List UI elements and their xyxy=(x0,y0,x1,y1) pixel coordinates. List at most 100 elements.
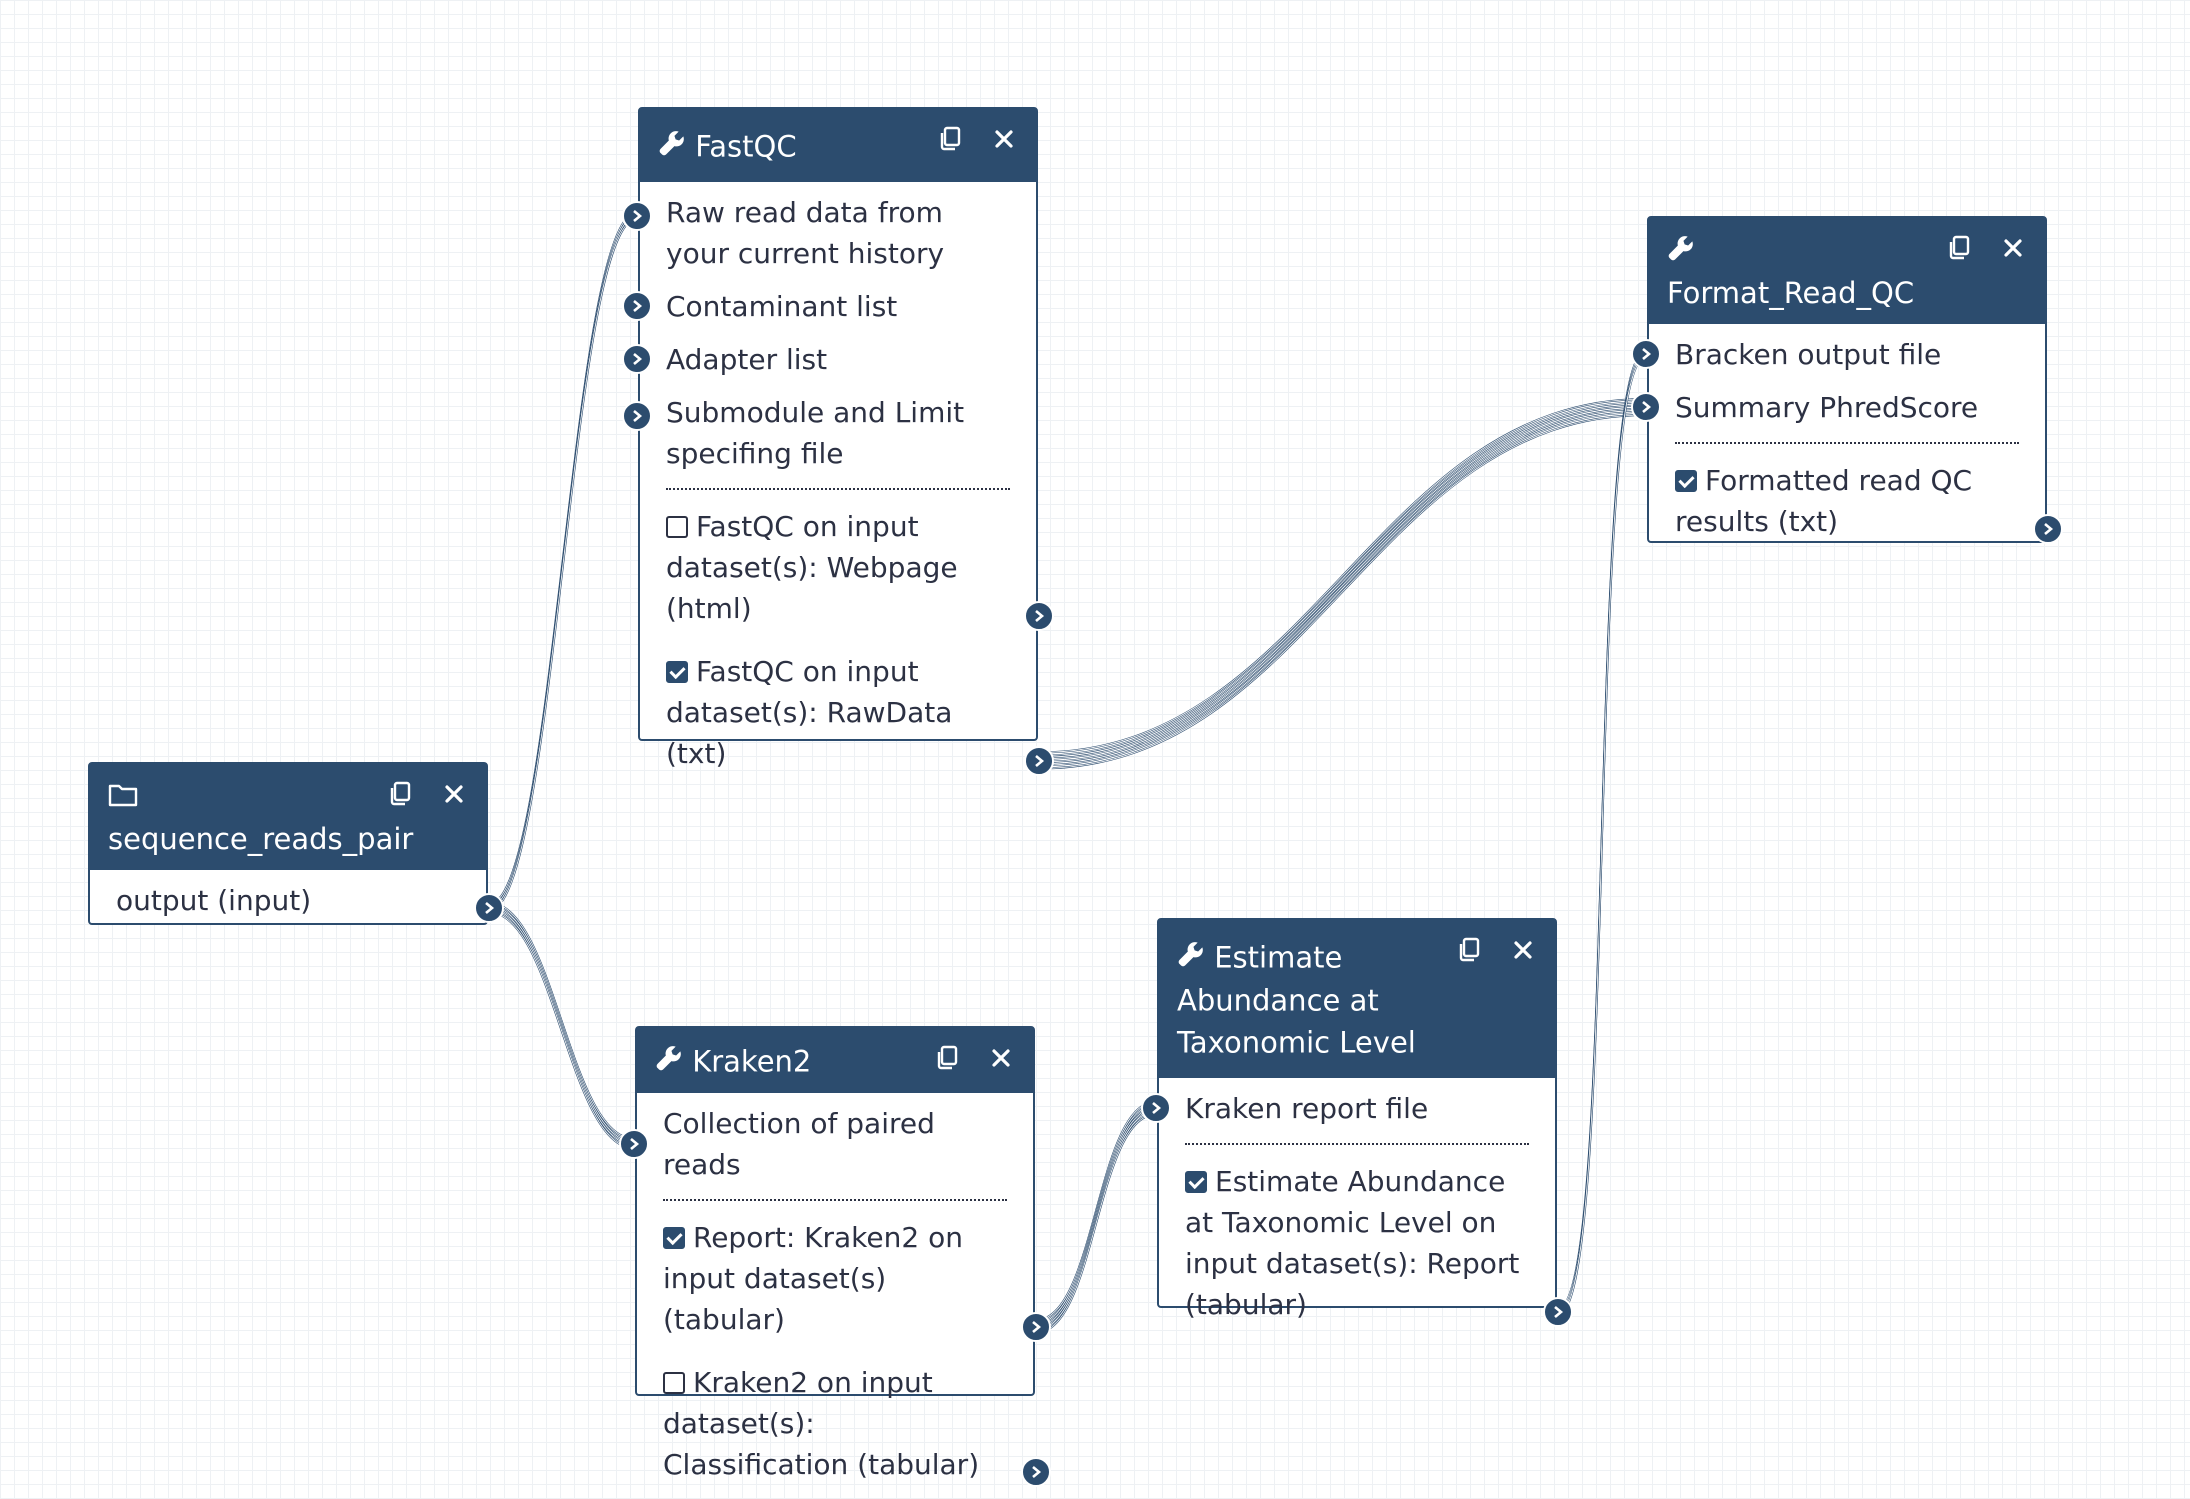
output-label: FastQC on input dataset(s): RawData (txt… xyxy=(666,654,953,770)
node-header[interactable]: Format_Read_QC xyxy=(1649,218,2045,324)
connection-wire-highlight xyxy=(1035,1104,1157,1324)
input-row: Submodule and Limit specifing file xyxy=(622,386,1010,480)
node-header[interactable]: FastQC xyxy=(640,109,1036,182)
output-terminal[interactable] xyxy=(1021,1456,1051,1487)
close-icon[interactable] xyxy=(1997,230,2029,266)
node-fastqc[interactable]: FastQC Raw read data from your current h… xyxy=(622,107,1054,776)
output-terminal[interactable] xyxy=(1543,1296,1573,1327)
output-checkbox[interactable] xyxy=(663,1371,685,1394)
output-checkbox[interactable] xyxy=(666,515,688,538)
output-row: FastQC on input dataset(s): Webpage (htm… xyxy=(666,502,1054,637)
close-icon[interactable] xyxy=(985,1040,1017,1076)
connection-wire-highlight xyxy=(1038,414,1647,769)
connection-wire-highlight xyxy=(1557,356,1647,1316)
node-header[interactable]: Estimate Abundance at Taxonomic Level xyxy=(1159,920,1555,1078)
input-label: Submodule and Limit specifing file xyxy=(666,395,965,470)
copy-icon[interactable] xyxy=(384,776,416,812)
input-label: Bracken output file xyxy=(1675,337,1942,371)
copy-icon[interactable] xyxy=(1453,932,1485,968)
connection-wire-highlight xyxy=(488,211,638,905)
input-label: Collection of paired reads xyxy=(663,1106,935,1181)
output-terminal[interactable] xyxy=(2033,513,2063,544)
connection-wire xyxy=(488,911,635,1150)
node-sequence-reads-pair[interactable]: sequence_reads_pair output (input) xyxy=(88,762,504,925)
input-label: Kraken report file xyxy=(1185,1091,1429,1125)
connection-wire-highlight xyxy=(1557,353,1647,1312)
connection-wire-highlight xyxy=(488,215,638,908)
connection-wire-highlight xyxy=(488,911,635,1149)
connection-wire xyxy=(1038,398,1647,754)
node-format-read-qc[interactable]: Format_Read_QC Bracken output file Summa… xyxy=(1631,216,2063,544)
connection-wire-highlight xyxy=(1035,1114,1157,1334)
input-row: Collection of paired reads xyxy=(619,1097,1007,1191)
connection-wire xyxy=(1038,401,1647,757)
wrench-icon xyxy=(658,127,686,168)
output-checkbox[interactable] xyxy=(666,660,688,683)
node-title: Kraken2 xyxy=(692,1044,812,1079)
connection-wire xyxy=(488,904,635,1143)
input-row: Kraken report file xyxy=(1141,1082,1529,1135)
output-label: FastQC on input dataset(s): Webpage (htm… xyxy=(666,509,958,625)
close-icon[interactable] xyxy=(1507,932,1539,968)
connection-wire xyxy=(1038,414,1647,770)
node-header[interactable]: Kraken2 xyxy=(637,1028,1033,1093)
input-row: Bracken output file xyxy=(1631,328,2019,381)
input-terminal[interactable] xyxy=(1141,1093,1171,1123)
output-row: Report: Kraken2 on input dataset(s) (tab… xyxy=(663,1213,1051,1348)
copy-icon[interactable] xyxy=(1943,230,1975,266)
connection-wire-highlight xyxy=(1038,401,1647,757)
input-row: Raw read data from your current history xyxy=(622,186,1010,280)
output-terminal[interactable] xyxy=(474,892,504,923)
input-label: Adapter list xyxy=(666,342,828,376)
input-terminal[interactable] xyxy=(622,291,652,321)
output-terminal[interactable] xyxy=(1021,1311,1051,1342)
copy-icon[interactable] xyxy=(931,1040,963,1076)
output-row: Kraken2 on input dataset(s): Classificat… xyxy=(663,1358,1051,1493)
output-checkbox[interactable] xyxy=(1185,1170,1207,1193)
connection-wire xyxy=(1038,407,1647,764)
node-title: Estimate Abundance at Taxonomic Level xyxy=(1177,940,1416,1060)
close-icon[interactable] xyxy=(988,121,1020,157)
close-icon[interactable] xyxy=(438,776,470,812)
node-estimate-abundance[interactable]: Estimate Abundance at Taxonomic Level Kr… xyxy=(1141,918,1573,1327)
connection-wire xyxy=(1038,410,1647,767)
connection-wire-highlight xyxy=(488,902,635,1140)
connection-wire-highlight xyxy=(1035,1101,1157,1321)
input-terminal[interactable] xyxy=(622,400,652,431)
connection-wire-highlight xyxy=(488,905,635,1143)
node-kraken2[interactable]: Kraken2 Collection of paired reads Repor… xyxy=(619,1026,1051,1487)
input-terminal[interactable] xyxy=(622,200,652,231)
output-label: Formatted read QC results (txt) xyxy=(1675,463,1973,538)
wrench-icon xyxy=(1667,232,1695,273)
input-terminal[interactable] xyxy=(1631,392,1661,422)
connection-wire xyxy=(1035,1113,1157,1334)
output-checkbox[interactable] xyxy=(663,1226,685,1249)
output-row: FastQC on input dataset(s): RawData (txt… xyxy=(666,647,1054,782)
copy-icon[interactable] xyxy=(934,121,966,157)
output-row: Formatted read QC results (txt) xyxy=(1675,456,2063,550)
output-row: output (input) xyxy=(116,874,504,929)
output-checkbox[interactable] xyxy=(1675,469,1697,492)
input-label: Raw read data from your current history xyxy=(666,195,945,270)
connection-wire xyxy=(1035,1110,1157,1331)
output-label: Report: Kraken2 on input dataset(s) (tab… xyxy=(663,1220,963,1336)
input-terminal[interactable] xyxy=(1631,339,1661,369)
node-header[interactable]: sequence_reads_pair xyxy=(90,764,486,870)
connection-wire xyxy=(1035,1103,1157,1325)
output-terminal[interactable] xyxy=(1024,745,1054,776)
connection-wire xyxy=(488,901,635,1140)
connection-wire-highlight xyxy=(488,908,635,1146)
node-title: Format_Read_QC xyxy=(1667,275,1915,310)
input-label: Contaminant list xyxy=(666,289,898,323)
divider xyxy=(663,1198,1007,1201)
input-terminal[interactable] xyxy=(622,344,652,374)
connection-wire-highlight xyxy=(1038,398,1647,753)
input-terminal[interactable] xyxy=(619,1128,649,1159)
output-row: Estimate Abundance at Taxonomic Level on… xyxy=(1185,1157,1573,1333)
divider xyxy=(1675,441,2019,444)
connection-wire xyxy=(1557,353,1647,1313)
node-title: sequence_reads_pair xyxy=(108,821,414,856)
input-row: Summary PhredScore xyxy=(1631,381,2019,434)
output-terminal[interactable] xyxy=(1024,600,1054,631)
